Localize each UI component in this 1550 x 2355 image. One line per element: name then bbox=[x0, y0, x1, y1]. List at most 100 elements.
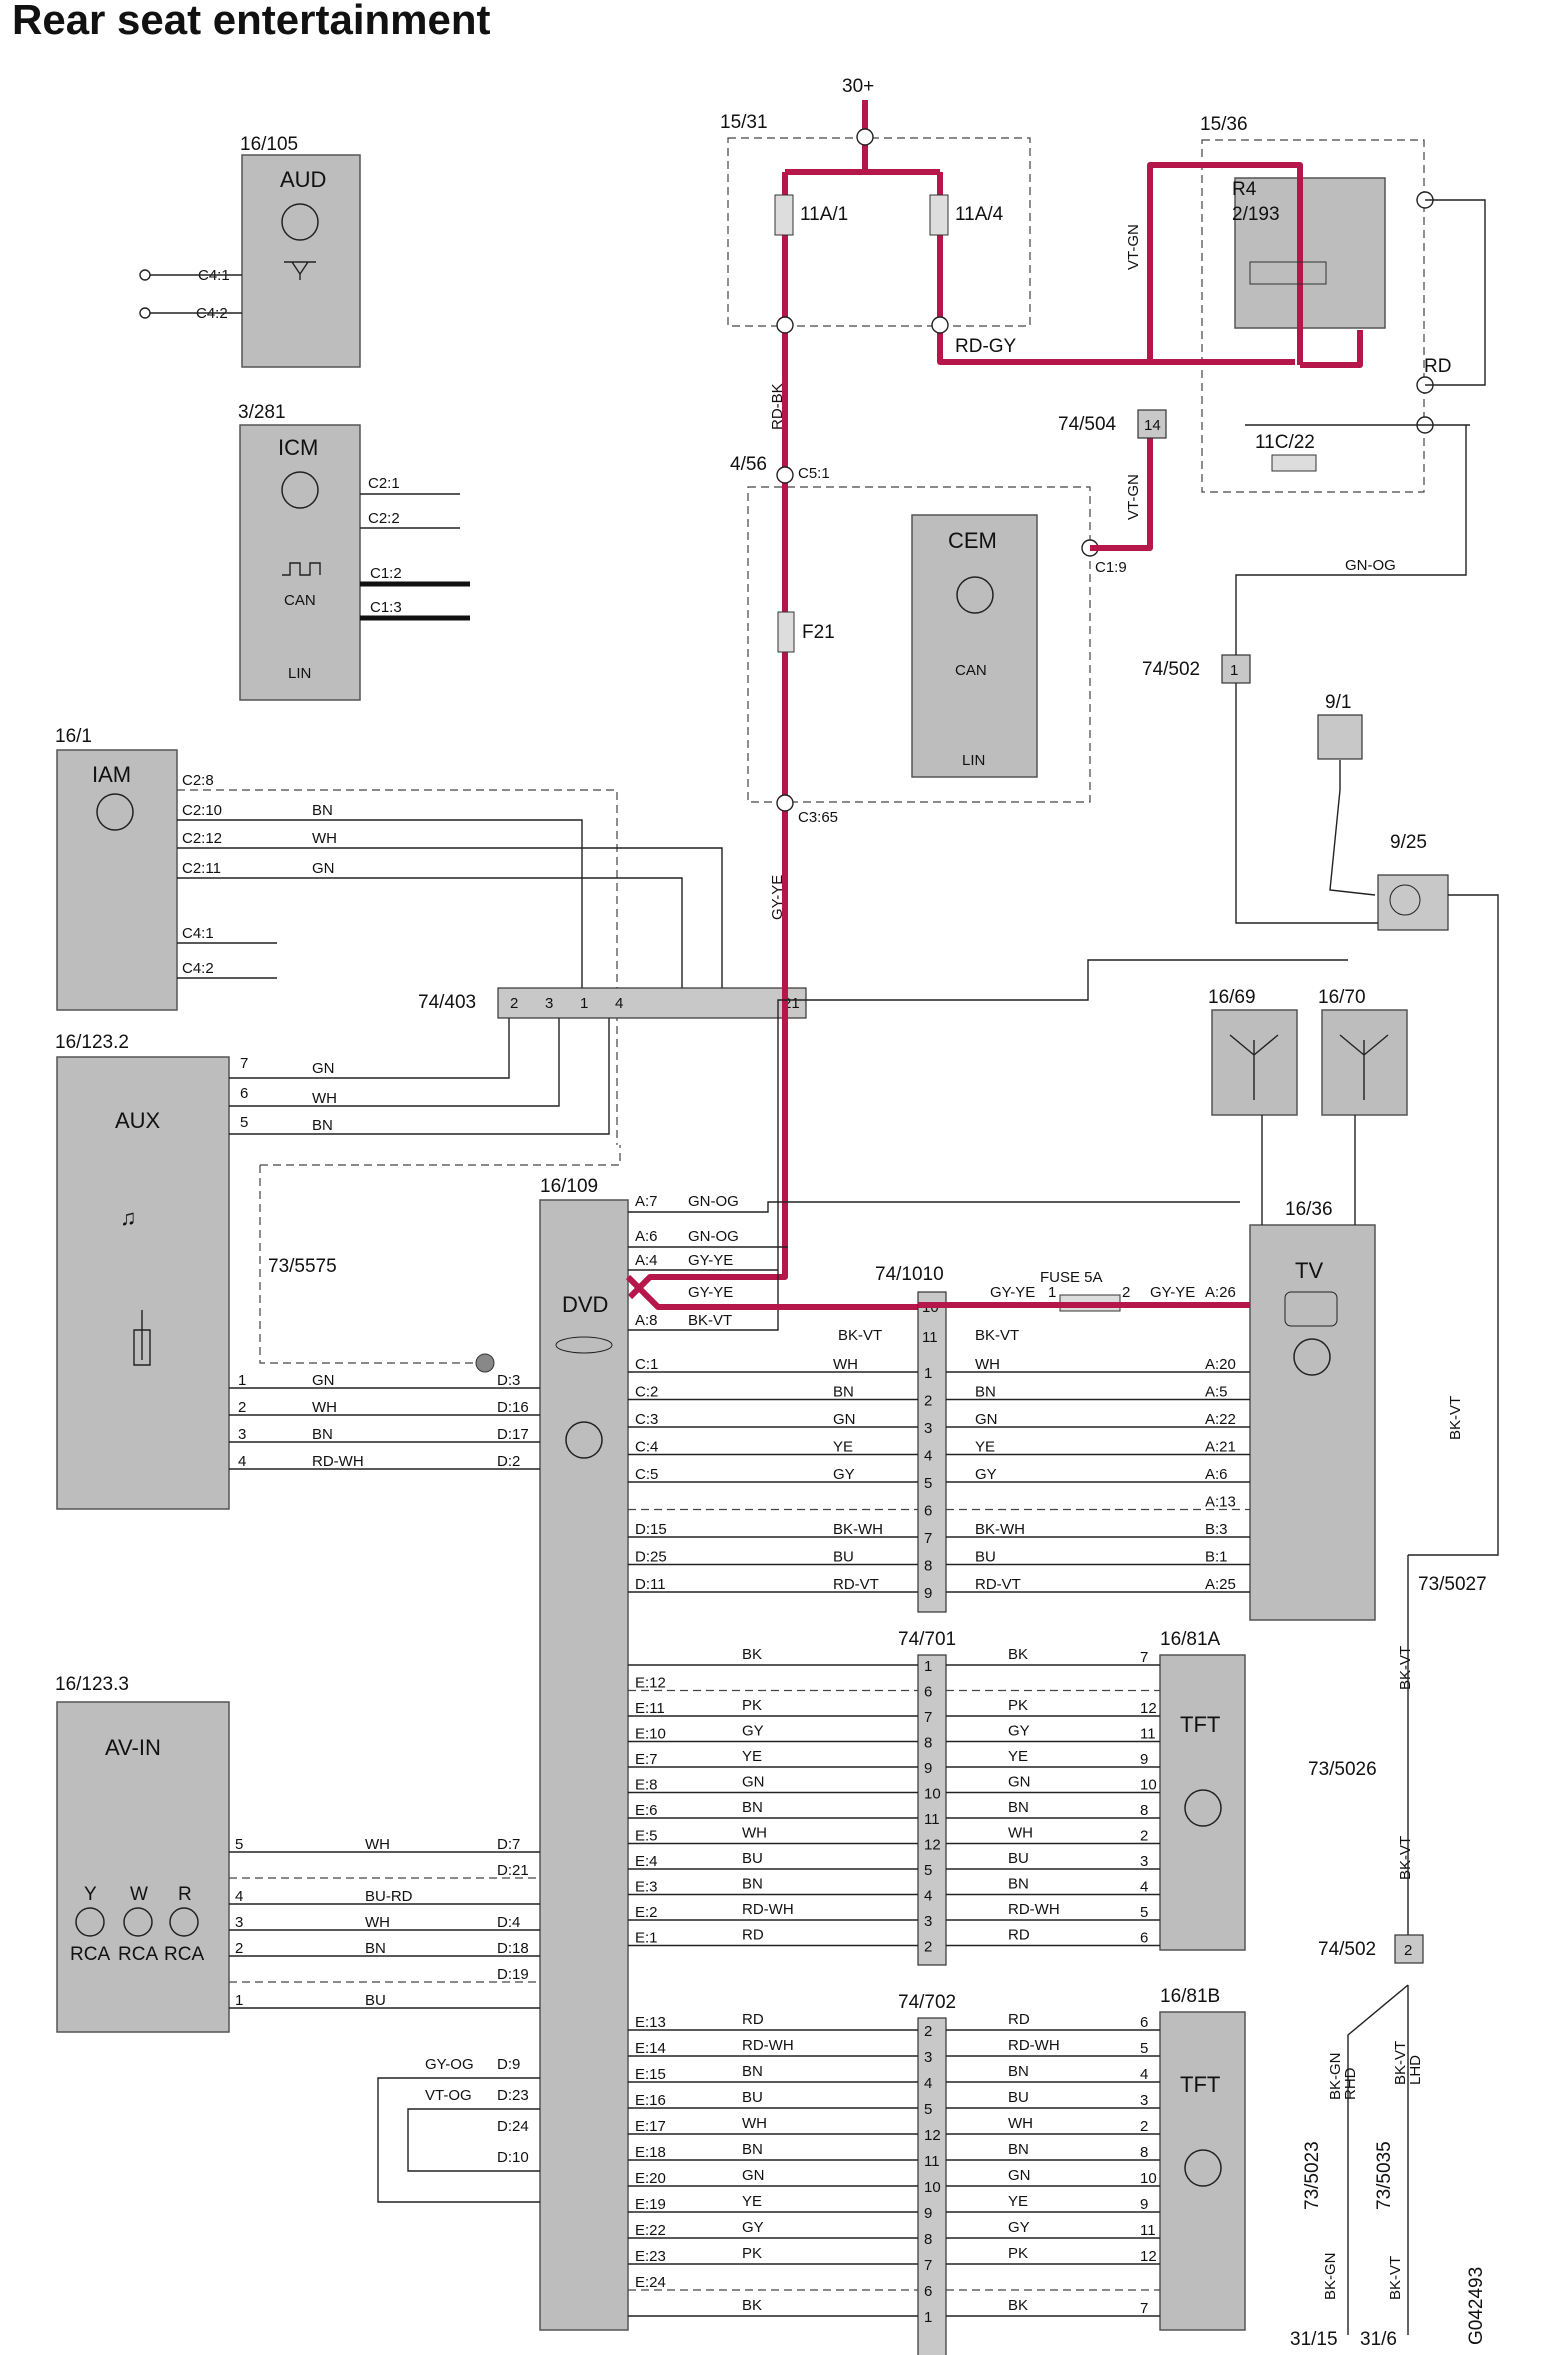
amplifier-9-1: 9/1 9/25 bbox=[1317, 692, 1499, 1556]
dvd-pin-label: E:15 bbox=[635, 2066, 666, 2083]
wire-color-label: BN bbox=[1008, 2063, 1029, 2080]
connector-74-701: 74/701 bbox=[898, 1629, 956, 1966]
svg-text:BK-VT: BK-VT bbox=[975, 1327, 1019, 1344]
svg-text:GN-OG: GN-OG bbox=[688, 1193, 739, 1210]
fuse-box-15-31: 15/31 30+ 11A/1 11A/4 RD-GY bbox=[720, 76, 1200, 957]
aud-name: AUD bbox=[280, 167, 326, 192]
svg-text:2: 2 bbox=[510, 995, 518, 1012]
svg-text:A:4: A:4 bbox=[635, 1252, 658, 1269]
wire-color-label: GY bbox=[1008, 1723, 1030, 1740]
svg-text:11A/1: 11A/1 bbox=[800, 204, 848, 225]
dvd-pin-label: C:3 bbox=[635, 1411, 658, 1428]
svg-text:W: W bbox=[130, 1884, 148, 1905]
dvd-pin-label: C:2 bbox=[635, 1384, 658, 1401]
connector-pin-label: 8 bbox=[924, 1735, 932, 1752]
wire-color-label: WH bbox=[1008, 1825, 1033, 1842]
rca-jacks: Y W R RCA RCA RCA bbox=[70, 1884, 204, 1965]
tv-pin-label: A:6 bbox=[1205, 1466, 1228, 1483]
dvd-pin-label: D:2 bbox=[497, 1453, 520, 1470]
iam-pin: C4:1 bbox=[182, 925, 214, 942]
avin-pin-label: 5 bbox=[235, 1836, 243, 1853]
wire-color-label: WH bbox=[365, 1836, 390, 1853]
dvd-pin-label: D:23 bbox=[497, 2087, 529, 2104]
wire-color-label: GN bbox=[742, 2167, 765, 2184]
avin-module[interactable]: 16/123.3 AV-IN Y W R RCA RCA RCA bbox=[55, 1674, 230, 2033]
cem-name: CEM bbox=[948, 528, 997, 553]
dvd-pin-label: E:1 bbox=[635, 1930, 658, 1947]
dvd-pin-label: E:11 bbox=[635, 1700, 665, 1717]
wire-color-label: BN bbox=[1008, 1799, 1029, 1816]
wire-color-label: BN bbox=[975, 1384, 996, 1401]
iam-wire-color: WH bbox=[312, 830, 337, 847]
svg-text:31/6: 31/6 bbox=[1360, 2329, 1397, 2350]
svg-text:GY-YE: GY-YE bbox=[688, 1252, 733, 1269]
wire-color-label: RD-VT bbox=[833, 1576, 879, 1593]
aud-ref: 16/105 bbox=[240, 134, 298, 155]
dvd-pin-label: E:16 bbox=[635, 2092, 666, 2109]
connector-pin-label: 12 bbox=[924, 2127, 941, 2144]
dvd-module[interactable]: 16/109 DVD bbox=[539, 1176, 629, 2331]
wire-color-label: BN bbox=[742, 2063, 763, 2080]
connector-pin-label: 6 bbox=[924, 2283, 932, 2300]
wire-color-label: RD-WH bbox=[742, 1901, 794, 1918]
iam-module[interactable]: 16/1 IAM C2:8 C2:10 C2:12 C2:11 C4:1 C4:… bbox=[55, 726, 723, 1145]
aux-wire-color: GN bbox=[312, 1060, 335, 1077]
iam-pin: C2:10 bbox=[182, 802, 222, 819]
svg-text:VT-GN: VT-GN bbox=[1125, 474, 1142, 520]
svg-text:11A/4: 11A/4 bbox=[955, 204, 1004, 225]
avin-pin-label: 2 bbox=[235, 1940, 243, 1957]
tft-pin-label: 10 bbox=[1140, 1777, 1157, 1794]
tft-pin-label: 3 bbox=[1140, 1853, 1148, 1870]
tv-module[interactable]: 16/36 TV bbox=[1249, 1199, 1376, 1621]
svg-text:Y: Y bbox=[84, 1884, 97, 1905]
tft-pin-label: 7 bbox=[1140, 1649, 1148, 1666]
svg-text:30+: 30+ bbox=[842, 76, 874, 97]
tft-pin-label: 5 bbox=[1140, 1904, 1148, 1921]
antenna-icon bbox=[1339, 1034, 1389, 1100]
cem-module[interactable]: 4/56 CEM CAN LIN C5:1 C1:9 C3:65 F21 bbox=[730, 413, 1153, 826]
page-title: Rear seat entertainment bbox=[12, 0, 491, 43]
svg-text:73/5575: 73/5575 bbox=[268, 1256, 337, 1277]
tft-pin-label: 9 bbox=[1140, 1751, 1148, 1768]
iam-wires bbox=[177, 819, 723, 1000]
aux-pin: 7 bbox=[240, 1055, 248, 1072]
connector-pin-label: 4 bbox=[924, 1888, 932, 1905]
icm-pin: C1:2 bbox=[370, 565, 402, 582]
svg-text:73/5027: 73/5027 bbox=[1418, 1574, 1487, 1595]
tft-pin-label: 2 bbox=[1140, 1828, 1148, 1845]
svg-text:14: 14 bbox=[1144, 417, 1161, 434]
tft-a-module[interactable]: 16/81A TFT bbox=[1159, 1629, 1246, 1951]
svg-text:LHD: LHD bbox=[1407, 2055, 1424, 2085]
tft-pin-label: 10 bbox=[1140, 2170, 1157, 2187]
connector-pin-label: 9 bbox=[924, 2205, 932, 2222]
svg-text:16/69: 16/69 bbox=[1208, 987, 1256, 1008]
avin-ref: 16/123.3 bbox=[55, 1674, 129, 1695]
wire-color-label: GY bbox=[1008, 2219, 1030, 2236]
dvd-pin-label: C:5 bbox=[635, 1466, 658, 1483]
dvd-pin-label: D:25 bbox=[635, 1549, 667, 1566]
dvd-pin-label: D:10 bbox=[497, 2149, 529, 2166]
ground-chain: 73/5027 73/5026 BK-VT BK-VT BK-VT 74/502… bbox=[268, 1256, 1487, 2350]
svg-text:R4: R4 bbox=[1232, 179, 1257, 200]
tv-pin-label: A:21 bbox=[1205, 1439, 1236, 1456]
wire-color-label: BN bbox=[833, 1384, 854, 1401]
dvd-pin-label: E:7 bbox=[635, 1751, 658, 1768]
icm-module[interactable]: 3/281 ICM CAN LIN C2:1 C2:2 C1:2 C1:3 bbox=[238, 402, 470, 701]
aud-module[interactable]: 16/105 AUD C4:1 C4:2 bbox=[139, 134, 361, 368]
thyristor-icon bbox=[284, 261, 316, 280]
tft-pin-label: 4 bbox=[1140, 2066, 1148, 2083]
dvd-pin-label: D:17 bbox=[497, 1426, 529, 1443]
cem-can-label: CAN bbox=[955, 662, 987, 679]
dvd-pin-label: D:18 bbox=[497, 1940, 529, 1957]
tft-b-ref: 16/81B bbox=[1160, 1986, 1220, 2007]
wire-color-label: GN bbox=[742, 1774, 765, 1791]
wire-color-label: GN bbox=[975, 1411, 998, 1428]
svg-text:VT-GN: VT-GN bbox=[1125, 224, 1142, 270]
wire-color-label: BK-WH bbox=[833, 1521, 883, 1538]
tft-b-module[interactable]: 16/81B TFT bbox=[1159, 1986, 1246, 2331]
wire-color-label: BN bbox=[742, 1799, 763, 1816]
aux-module[interactable]: 16/123.2 AUX ♫ 7 6 5 GN WH BN bbox=[55, 1000, 621, 1510]
connector-pin-label: 5 bbox=[924, 1475, 932, 1492]
